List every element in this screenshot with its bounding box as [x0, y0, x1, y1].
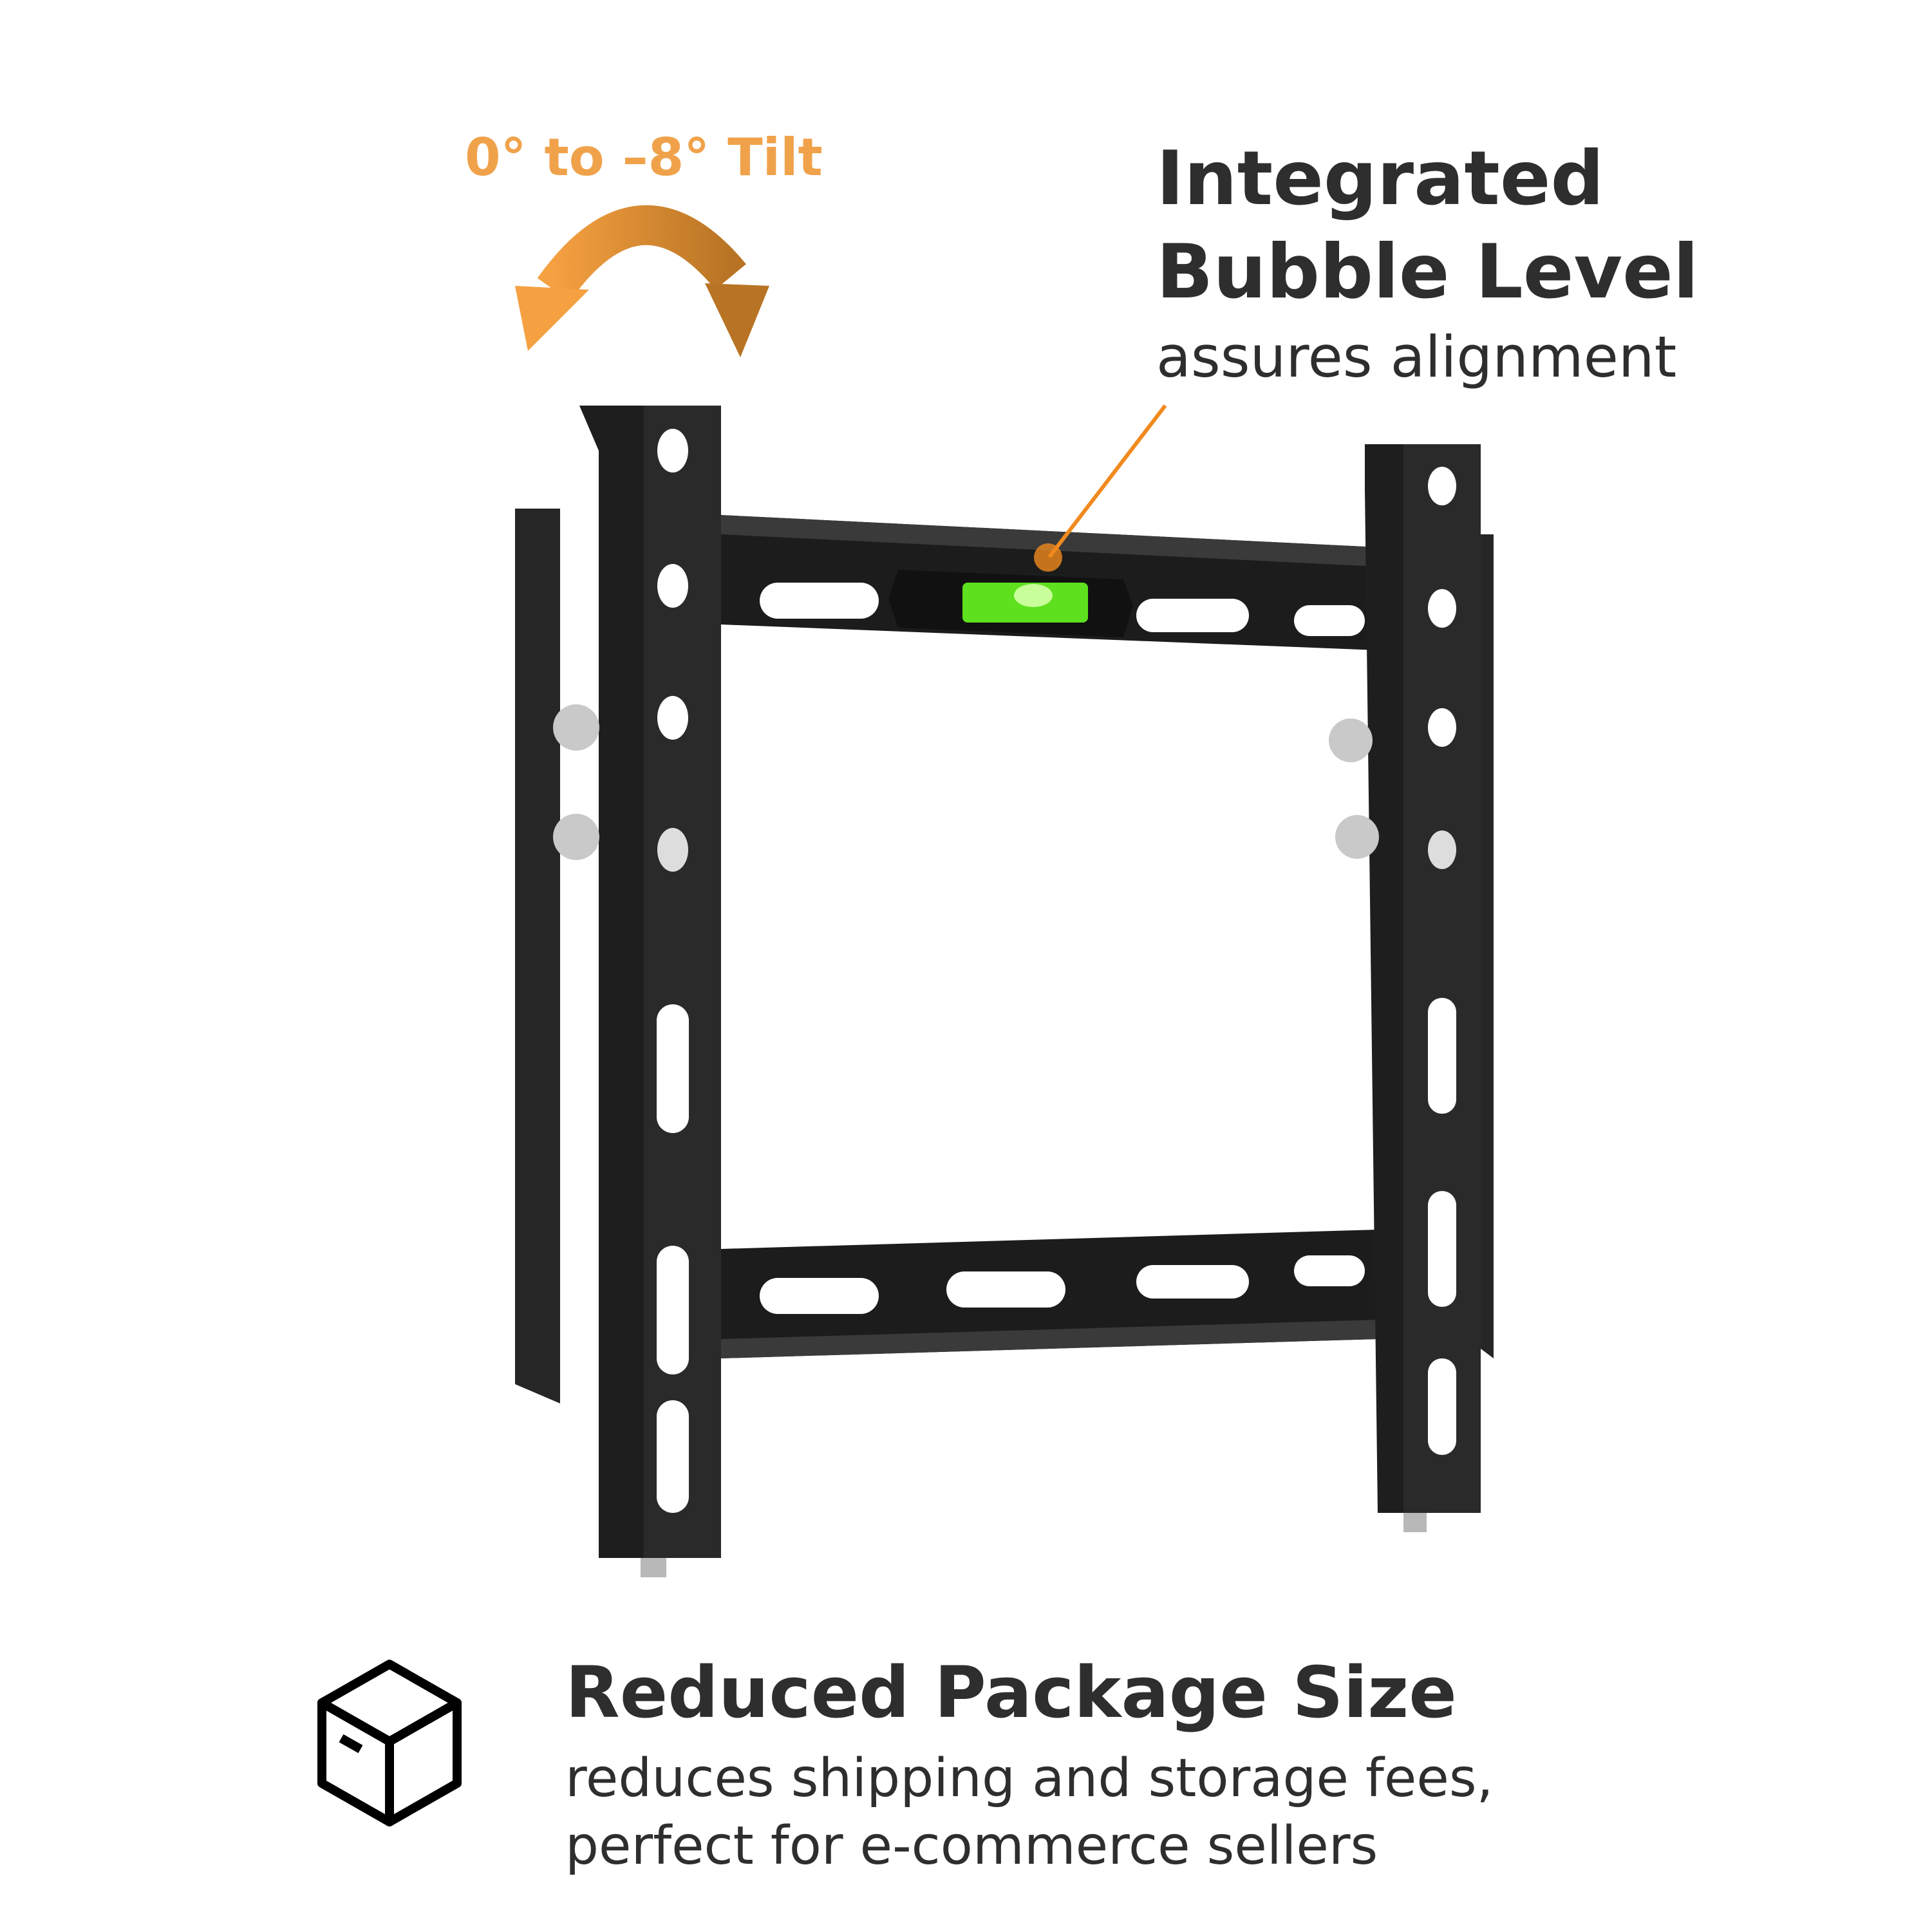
- callout-line: [1047, 404, 1167, 558]
- tilt-label: 0° to –8° Tilt: [465, 127, 823, 187]
- bubble-level-subtitle: assures alignment: [1156, 324, 1677, 390]
- bubble-level-title-line2: Bubble Level: [1156, 229, 1699, 315]
- package-title: Reduced Package Size: [565, 1651, 1457, 1734]
- package-subtitle-line2: perfect for e-commerce sellers: [565, 1815, 1378, 1877]
- bubble-level-title-line1: Integrated: [1156, 135, 1604, 222]
- bubble-level: [888, 570, 1133, 637]
- package-subtitle: reduces shipping and storage fees, perfe…: [565, 1745, 1494, 1880]
- package-subtitle-line1: reduces shipping and storage fees,: [565, 1748, 1494, 1809]
- bubble-level-title: Integrated Bubble Level: [1156, 132, 1699, 319]
